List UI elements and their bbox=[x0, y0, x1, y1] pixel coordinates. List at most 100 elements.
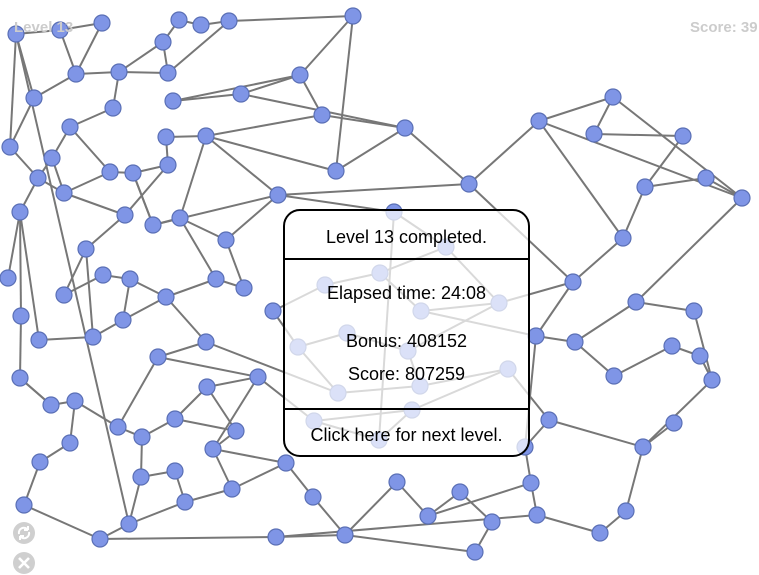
graph-node[interactable] bbox=[703, 371, 721, 389]
graph-node[interactable] bbox=[396, 119, 414, 137]
graph-node[interactable] bbox=[522, 474, 540, 492]
graph-node[interactable] bbox=[166, 462, 184, 480]
graph-node[interactable] bbox=[116, 206, 134, 224]
graph-node[interactable] bbox=[7, 25, 25, 43]
graph-node[interactable] bbox=[67, 65, 85, 83]
graph-node[interactable] bbox=[249, 368, 267, 386]
graph-node[interactable] bbox=[617, 502, 635, 520]
graph-node[interactable] bbox=[197, 127, 215, 145]
graph-node[interactable] bbox=[697, 169, 715, 187]
graph-node[interactable] bbox=[304, 488, 322, 506]
graph-node[interactable] bbox=[121, 270, 139, 288]
graph-node[interactable] bbox=[166, 410, 184, 428]
graph-node[interactable] bbox=[133, 428, 151, 446]
graph-node[interactable] bbox=[93, 14, 111, 32]
graph-node[interactable] bbox=[235, 279, 253, 297]
next-level-button[interactable]: Click here for next level. bbox=[310, 425, 503, 445]
graph-node[interactable] bbox=[627, 293, 645, 311]
graph-node[interactable] bbox=[55, 184, 73, 202]
graph-node[interactable] bbox=[11, 369, 29, 387]
graph-node[interactable] bbox=[223, 480, 241, 498]
graph-node[interactable] bbox=[144, 216, 162, 234]
graph-node[interactable] bbox=[159, 64, 177, 82]
graph-node[interactable] bbox=[104, 99, 122, 117]
graph-node[interactable] bbox=[61, 434, 79, 452]
graph-node[interactable] bbox=[227, 422, 245, 440]
graph-node[interactable] bbox=[192, 16, 210, 34]
graph-node[interactable] bbox=[12, 307, 30, 325]
graph-node[interactable] bbox=[591, 524, 609, 542]
graph-node[interactable] bbox=[733, 189, 751, 207]
graph-node[interactable] bbox=[264, 302, 282, 320]
level-complete-dialog[interactable]: Level 13 completed. Elapsed time: 24:08 … bbox=[283, 209, 530, 457]
graph-node[interactable] bbox=[605, 367, 623, 385]
graph-node[interactable] bbox=[540, 411, 558, 429]
graph-node[interactable] bbox=[691, 347, 709, 365]
graph-node[interactable] bbox=[31, 453, 49, 471]
graph-node[interactable] bbox=[11, 203, 29, 221]
graph-node[interactable] bbox=[528, 506, 546, 524]
graph-node[interactable] bbox=[91, 530, 109, 548]
graph-node[interactable] bbox=[636, 178, 654, 196]
graph-node[interactable] bbox=[634, 438, 652, 456]
graph-node[interactable] bbox=[101, 163, 119, 181]
graph-node[interactable] bbox=[483, 513, 501, 531]
graph-node[interactable] bbox=[164, 92, 182, 110]
graph-node[interactable] bbox=[149, 348, 167, 366]
graph-node[interactable] bbox=[530, 112, 548, 130]
graph-node[interactable] bbox=[388, 473, 406, 491]
graph-node[interactable] bbox=[77, 240, 95, 258]
graph-node[interactable] bbox=[43, 149, 61, 167]
graph-node[interactable] bbox=[29, 169, 47, 187]
graph-node[interactable] bbox=[277, 454, 295, 472]
graph-node[interactable] bbox=[665, 414, 683, 432]
graph-node[interactable] bbox=[110, 63, 128, 81]
graph-node[interactable] bbox=[336, 526, 354, 544]
graph-node[interactable] bbox=[527, 327, 545, 345]
graph-node[interactable] bbox=[267, 528, 285, 546]
graph-node[interactable] bbox=[1, 138, 19, 156]
graph-node[interactable] bbox=[94, 266, 112, 284]
graph-node[interactable] bbox=[460, 175, 478, 193]
graph-node[interactable] bbox=[55, 286, 73, 304]
graph-node[interactable] bbox=[42, 396, 60, 414]
graph-node[interactable] bbox=[685, 302, 703, 320]
graph-node[interactable] bbox=[25, 89, 43, 107]
graph-node[interactable] bbox=[15, 496, 33, 514]
graph-node[interactable] bbox=[157, 288, 175, 306]
graph-node[interactable] bbox=[327, 162, 345, 180]
graph-node[interactable] bbox=[204, 440, 222, 458]
graph-node[interactable] bbox=[451, 483, 469, 501]
graph-node[interactable] bbox=[170, 11, 188, 29]
graph-node[interactable] bbox=[124, 164, 142, 182]
graph-node[interactable] bbox=[198, 378, 216, 396]
graph-node[interactable] bbox=[66, 392, 84, 410]
graph-node[interactable] bbox=[220, 12, 238, 30]
graph-node[interactable] bbox=[313, 106, 331, 124]
graph-node[interactable] bbox=[132, 468, 150, 486]
graph-node[interactable] bbox=[217, 231, 235, 249]
graph-node[interactable] bbox=[0, 269, 17, 287]
graph-node[interactable] bbox=[120, 515, 138, 533]
graph-node[interactable] bbox=[154, 33, 172, 51]
graph-node[interactable] bbox=[344, 7, 362, 25]
graph-node[interactable] bbox=[663, 337, 681, 355]
graph-node[interactable] bbox=[291, 66, 309, 84]
graph-node[interactable] bbox=[197, 333, 215, 351]
graph-node[interactable] bbox=[269, 186, 287, 204]
graph-node[interactable] bbox=[566, 333, 584, 351]
graph-node[interactable] bbox=[114, 311, 132, 329]
graph-node[interactable] bbox=[176, 493, 194, 511]
graph-node[interactable] bbox=[232, 85, 250, 103]
graph-node[interactable] bbox=[674, 127, 692, 145]
graph-node[interactable] bbox=[109, 418, 127, 436]
graph-node[interactable] bbox=[419, 507, 437, 525]
graph-node[interactable] bbox=[51, 21, 69, 39]
graph-node[interactable] bbox=[585, 125, 603, 143]
graph-node[interactable] bbox=[466, 543, 484, 561]
graph-node[interactable] bbox=[604, 88, 622, 106]
graph-node[interactable] bbox=[159, 156, 177, 174]
close-icon[interactable] bbox=[13, 552, 35, 574]
graph-node[interactable] bbox=[207, 270, 225, 288]
refresh-icon[interactable] bbox=[13, 522, 35, 544]
